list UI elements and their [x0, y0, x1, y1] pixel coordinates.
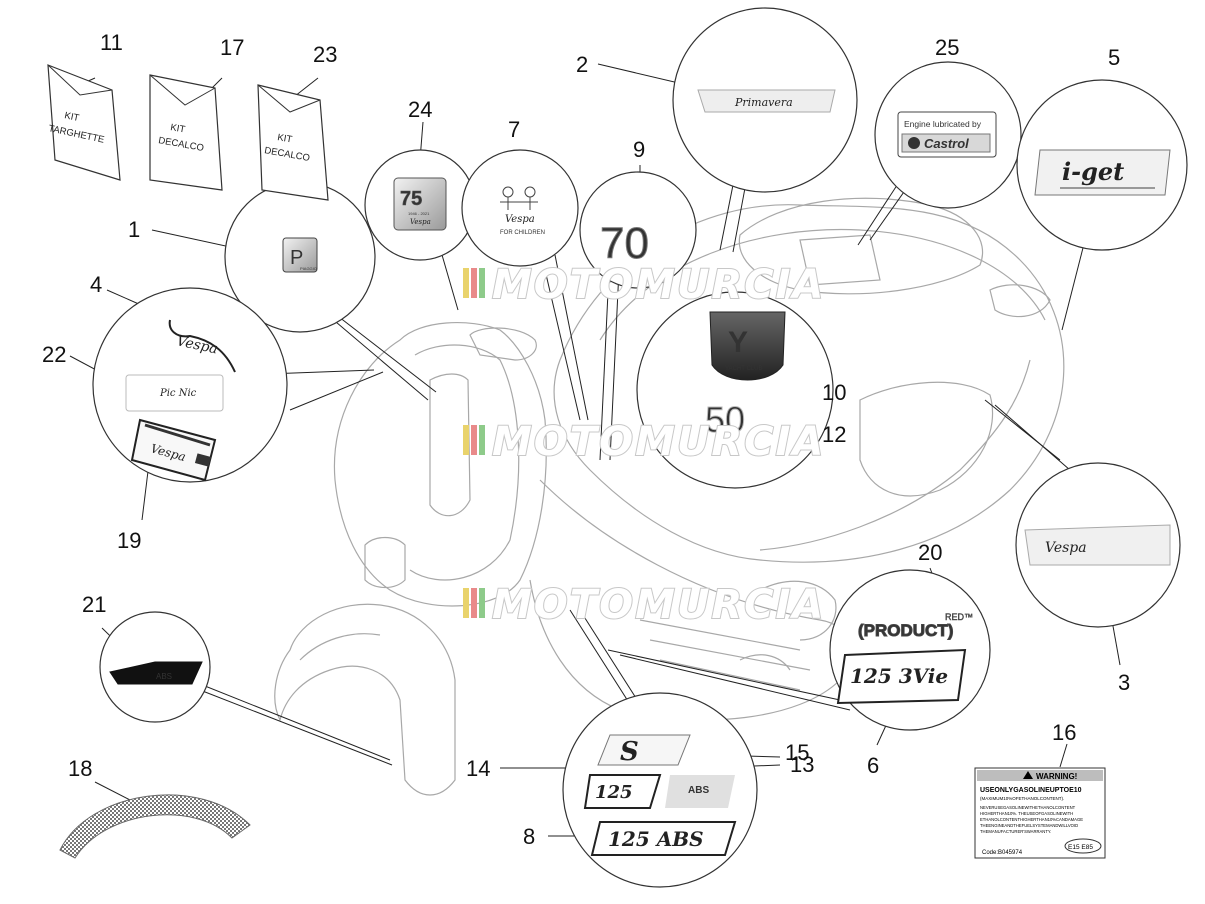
bubble-for-children — [461, 149, 579, 267]
badge-125-decal: 125 — [583, 774, 662, 809]
callout-1: 1 — [128, 217, 140, 242]
callout-21: 21 — [82, 592, 106, 617]
callout-24: 24 — [408, 97, 432, 122]
fifty-decal: 50 — [705, 399, 746, 441]
badge-125-text: 125 — [595, 782, 633, 803]
kit-envelope-11: KIT TARGHETTE — [47, 64, 121, 181]
warning-body-1: HIGHERTHAN10%. THEUSEOFGASOLINEWITH — [980, 811, 1073, 816]
model-125-3vie-decal: 125 3Vie — [836, 648, 967, 705]
callout-7: 7 — [508, 117, 520, 142]
yacht-club-text: YACHT CLUB — [725, 366, 762, 372]
callout-5: 5 — [1108, 45, 1120, 70]
warning-title: WARNING! — [1036, 772, 1077, 781]
svg-text:50: 50 — [705, 399, 745, 440]
callout-25: 25 — [935, 35, 959, 60]
abs-small-text: ABS — [156, 672, 172, 681]
kit-11-line1: KIT — [63, 110, 80, 124]
badge-125-abs-decal: 125 ABS — [590, 821, 737, 856]
callout-numbers: 11 17 23 2 25 5 24 7 9 1 4 22 10 12 19 2… — [42, 30, 1130, 849]
callout-6: 6 — [867, 753, 879, 778]
for-children-vespa: Vespa — [505, 214, 535, 225]
callout-14: 14 — [466, 756, 490, 781]
svg-text:P: P — [290, 247, 303, 269]
callout-17: 17 — [220, 35, 244, 60]
for-children-decal: Vespa FOR CHILDREN — [500, 186, 545, 236]
warning-body-2: ETHANOLCONTENTHIGHERTHAN10%CANDAMAGE — [980, 817, 1083, 822]
kit-17-line1: KIT — [169, 122, 186, 135]
watermark-3: MOTOMURCIA — [463, 581, 825, 629]
abs-small-decal: ABS — [109, 661, 203, 685]
callout-3: 3 — [1118, 670, 1130, 695]
s-badge-text: S — [620, 737, 639, 767]
vespa-side-text: Vespa — [1045, 540, 1087, 556]
bubble-70-years — [579, 171, 697, 289]
warning-label: WARNING! USEONLYGASOLINEUPTOE10 (MAXIMUM… — [974, 767, 1106, 859]
warning-body-4: THEMANUFACTURER'SWARRANTY. — [980, 829, 1051, 834]
anniversary-75-decal: 75 1946 - 2021 Vespa — [393, 177, 447, 231]
pic-nic-decal: Pic Nic — [125, 374, 224, 412]
pic-nic-text: Pic Nic — [159, 388, 197, 399]
for-children-text: FOR CHILDREN — [500, 230, 545, 236]
product-red-text: (PRODUCT) — [858, 621, 953, 640]
svg-text:Y: Y — [728, 326, 748, 359]
iget-text: i-get — [1062, 157, 1124, 186]
callout-11: 11 — [100, 30, 123, 55]
kit-envelope-23: KIT DECALCO — [257, 84, 329, 201]
product-red-decal: (PRODUCT) RED™ — [858, 612, 974, 641]
seventy-years-decal: 70 — [600, 219, 650, 269]
castrol-decal: Engine lubricated by Castrol — [897, 111, 997, 158]
callout-20: 20 — [918, 540, 942, 565]
castrol-line1: Engine lubricated by — [904, 119, 982, 129]
primavera-decal: Primavera — [697, 89, 836, 113]
callout-10: 10 — [822, 380, 846, 405]
watermark-1: MOTOMURCIA — [463, 261, 825, 309]
abs-badge-text: ABS — [688, 785, 709, 796]
callout-19: 19 — [117, 528, 141, 553]
warning-body-3: THEENGINEANDTHEFUELSYSTEMANDWILLVOID — [980, 823, 1078, 828]
s-badge-decal: S — [597, 734, 691, 767]
kit-envelope-17: KIT DECALCO — [149, 74, 223, 191]
piaggio-label: PIAGGIO — [300, 266, 317, 271]
abs-badge-decal: ABS — [665, 775, 735, 808]
anniversary-vespa: Vespa — [410, 218, 431, 226]
callout-9: 9 — [633, 137, 645, 162]
callout-4: 4 — [90, 272, 102, 297]
callout-12: 12 — [822, 422, 846, 447]
watermark-text-1: MOTOMURCIA — [492, 262, 825, 308]
callout-23: 23 — [313, 42, 337, 67]
yacht-club-decal: Y YACHT CLUB — [709, 311, 786, 381]
callout-15: 15 — [785, 740, 809, 765]
watermark-2: MOTOMURCIA — [463, 418, 825, 466]
castrol-line2: Castrol — [924, 136, 969, 151]
piaggio-badge-decal: P PIAGGIO — [282, 237, 318, 273]
callout-18: 18 — [68, 756, 92, 781]
callout-16: 16 — [1052, 720, 1076, 745]
callout-2: 2 — [576, 52, 588, 77]
primavera-text: Primavera — [734, 96, 793, 109]
scooter-outline — [274, 197, 1065, 796]
callout-13: 13 — [790, 752, 814, 777]
warning-body-0: NEVERUSEGASOLINEWITHETHANOLCONTENT — [980, 805, 1076, 810]
svg-text:75: 75 — [400, 188, 422, 210]
callout-8: 8 — [523, 824, 535, 849]
watermark-text-3: MOTOMURCIA — [492, 582, 825, 628]
vespa-side-decal: Vespa — [1024, 524, 1171, 566]
seventy-years-text: 70 — [600, 219, 649, 268]
badge-125-abs-text: 125 ABS — [608, 827, 704, 851]
callout-22: 22 — [42, 342, 66, 367]
watermark-text-2: MOTOMURCIA — [492, 419, 825, 465]
warning-code: Code:B045974 — [982, 850, 1023, 856]
checkered-stripe-decal — [59, 794, 251, 859]
warning-fuel-marks: E15 E85 — [1068, 844, 1093, 851]
anniversary-years: 1946 - 2021 — [408, 211, 430, 216]
warning-line2: (MAXIMUM10%OFETHANOLCONTENT). — [980, 796, 1064, 801]
kit-23-line1: KIT — [276, 132, 293, 145]
model-125-3vie-text: 125 3Vie — [850, 664, 948, 688]
iget-decal: i-get — [1034, 149, 1171, 196]
product-red-mark: RED™ — [945, 612, 973, 622]
vespa-emblem-decal: Vespa — [130, 418, 217, 482]
warning-line1: USEONLYGASOLINEUPTOE10 — [980, 787, 1082, 794]
